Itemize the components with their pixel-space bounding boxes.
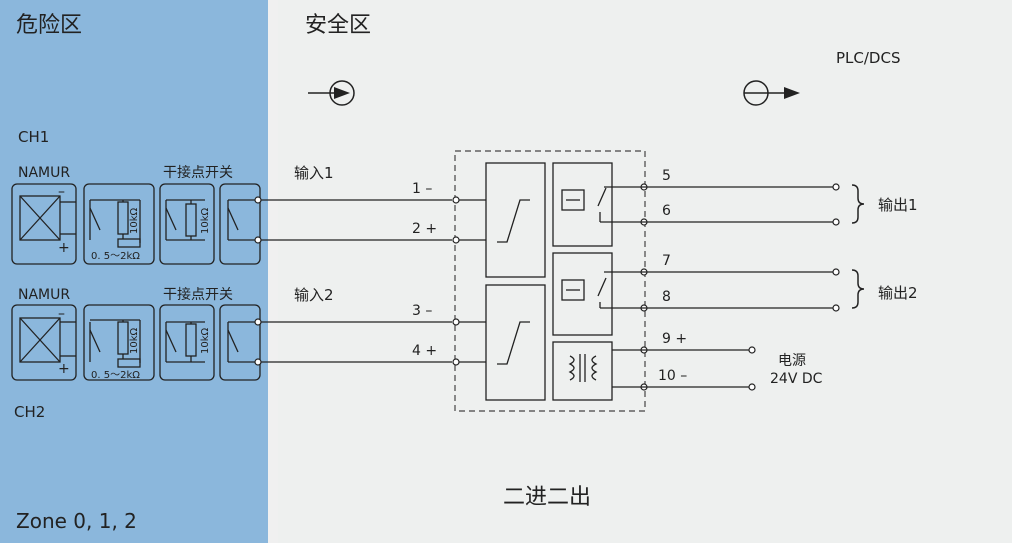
channel-1-contact-resistor-label: 10kΩ xyxy=(200,207,211,234)
input-2-label: 输入2 xyxy=(294,286,334,304)
channel-1-namur-label: NAMUR xyxy=(18,165,70,181)
terminal-3-label: 3 – xyxy=(412,303,432,319)
namur-minus-sign: – xyxy=(58,306,65,322)
terminal-4-label: 4 + xyxy=(412,343,437,359)
output-wiring xyxy=(644,186,834,388)
channel-1-label: CH1 xyxy=(18,128,49,146)
output-braces xyxy=(851,184,865,309)
namur-plus-sign: + xyxy=(58,240,70,256)
namur-minus-sign: – xyxy=(58,184,65,200)
input-1-label: 输入1 xyxy=(294,164,334,182)
terminal-2-label: 2 + xyxy=(412,221,437,237)
terminal-1-label: 1 – xyxy=(412,181,432,197)
dry-contact-switch-icon xyxy=(219,183,261,265)
namur-sensor-icon xyxy=(11,304,77,381)
namur-sensor-icon xyxy=(11,183,77,265)
channel-1-network-resistor-label: 10kΩ xyxy=(129,207,140,234)
zone-label: Zone 0, 1, 2 xyxy=(16,509,137,533)
terminal-9-label: 9 + xyxy=(662,331,687,347)
isolator-module-outline xyxy=(454,150,646,412)
diagram-caption: 二进二出 xyxy=(503,485,591,510)
safe-zone-title: 安全区 xyxy=(305,13,371,38)
channel-2-network-resistor-label: 10kΩ xyxy=(129,327,140,354)
output-1-label: 输出1 xyxy=(878,196,918,214)
switching-amplifier-1 xyxy=(485,162,546,278)
terminal-10-label: 10 – xyxy=(658,368,687,384)
input-direction-icon xyxy=(308,80,355,106)
transformer-icon xyxy=(552,341,644,401)
dry-contact-switch-icon xyxy=(219,304,261,381)
channel-2-range-label: 0. 5～2kΩ xyxy=(91,370,140,381)
terminal-8-label: 8 xyxy=(662,289,671,305)
channel-2-label: CH2 xyxy=(14,403,45,421)
namur-plus-sign: + xyxy=(58,361,70,377)
channel-2-contact-resistor-label: 10kΩ xyxy=(200,327,211,354)
output-terminal-dots xyxy=(748,183,840,391)
terminal-6-label: 6 xyxy=(662,203,671,219)
channel-2-dry-contact-label: 干接点开关 xyxy=(163,286,233,303)
channel-1-dry-contact-label: 干接点开关 xyxy=(163,164,233,181)
plc-label: PLC/DCS xyxy=(836,49,900,67)
dry-contact-resistor-icon xyxy=(159,304,215,381)
terminal-5-label: 5 xyxy=(662,168,671,184)
dry-contact-resistor-icon xyxy=(159,183,215,265)
relay-1-icon xyxy=(552,162,644,247)
output-direction-icon xyxy=(743,80,800,106)
resistor-network-icon xyxy=(83,304,155,381)
relay-2-icon xyxy=(552,252,644,336)
power-label: 电源 xyxy=(778,353,806,369)
field-wiring xyxy=(258,199,486,363)
hazard-zone-area xyxy=(0,0,268,543)
channel-1-sensors: CH1 NAMUR 干接点开关 – + 10kΩ 0. 5～2kΩ xyxy=(11,128,261,265)
terminal-7-label: 7 xyxy=(662,253,671,269)
switching-amplifier-2 xyxy=(485,284,546,401)
channel-2-sensors: CH2 NAMUR 干接点开关 – + 10kΩ 0. 5～2kΩ xyxy=(11,286,261,421)
channel-2-namur-label: NAMUR xyxy=(18,287,70,303)
hazard-zone-title: 危险区 xyxy=(16,13,82,38)
resistor-network-icon xyxy=(83,183,155,265)
power-voltage-label: 24V DC xyxy=(770,371,823,387)
channel-1-range-label: 0. 5～2kΩ xyxy=(91,251,140,262)
sensor-terminal-dots xyxy=(254,196,262,366)
output-2-label: 输出2 xyxy=(878,284,918,302)
